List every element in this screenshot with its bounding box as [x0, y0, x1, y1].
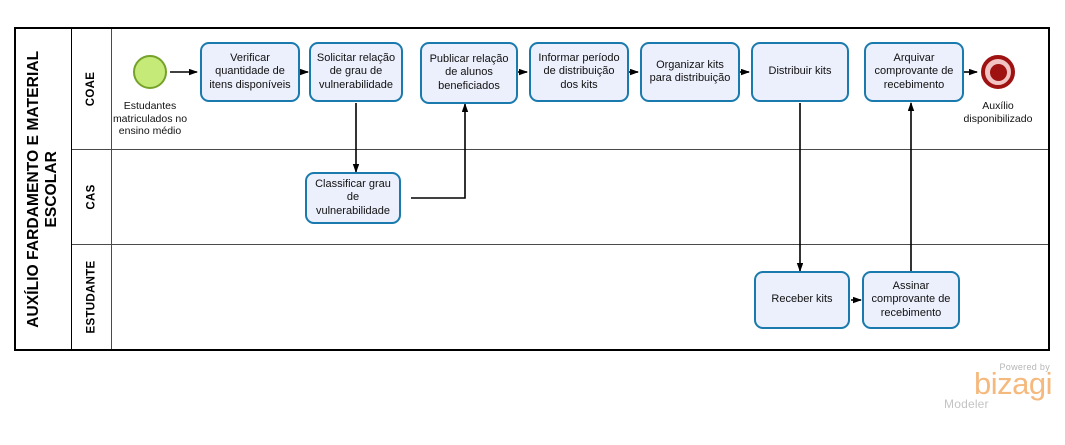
lane-header-cas: CAS — [72, 150, 112, 244]
lane-coae: COAE — [72, 29, 1048, 150]
task-verificar-quantidade-itens[interactable]: Verificar quantidade de itens disponívei… — [200, 42, 300, 102]
lane-header-coae: COAE — [72, 29, 112, 149]
end-event-inner — [989, 63, 1007, 81]
task-arquivar-comprovante-recebimento[interactable]: Arquivar comprovante de recebimento — [864, 42, 964, 102]
task-solicitar-relacao-grau-vulnerabilidade[interactable]: Solicitar relação de grau de vulnerabili… — [309, 42, 403, 102]
bizagi-watermark: Powered by bizagi Modeler — [940, 362, 1053, 411]
bizagi-powered-by-text: Powered by — [999, 362, 1050, 372]
task-publicar-relacao-alunos-beneficiados[interactable]: Publicar relação de alunos beneficiados — [420, 42, 518, 104]
lane-estudante: ESTUDANTE — [72, 245, 1048, 349]
task-informar-periodo-distribuicao[interactable]: Informar período de distribuição dos kit… — [529, 42, 629, 102]
end-event[interactable] — [981, 55, 1015, 89]
start-event-label: Estudantes matriculados no ensino médio — [112, 100, 188, 138]
task-organizar-kits-distribuicao[interactable]: Organizar kits para distribuição — [640, 42, 740, 102]
task-receber-kits[interactable]: Receber kits — [754, 271, 850, 329]
bizagi-product-text: Modeler — [944, 396, 989, 411]
start-event[interactable] — [133, 55, 167, 89]
end-event-label: Auxílio disponibilizado — [963, 100, 1033, 125]
task-distribuir-kits[interactable]: Distribuir kits — [751, 42, 849, 102]
task-assinar-comprovante-recebimento[interactable]: Assinar comprovante de recebimento — [862, 271, 960, 329]
lane-header-estudante: ESTUDANTE — [72, 245, 112, 349]
task-classificar-grau-vulnerabilidade[interactable]: Classificar grau de vulnerabilidade — [305, 172, 401, 224]
bizagi-brand-text: bizagi — [974, 366, 1053, 401]
lane-cas: CAS — [72, 150, 1048, 245]
flow-t8-to-t3 — [411, 103, 469, 199]
